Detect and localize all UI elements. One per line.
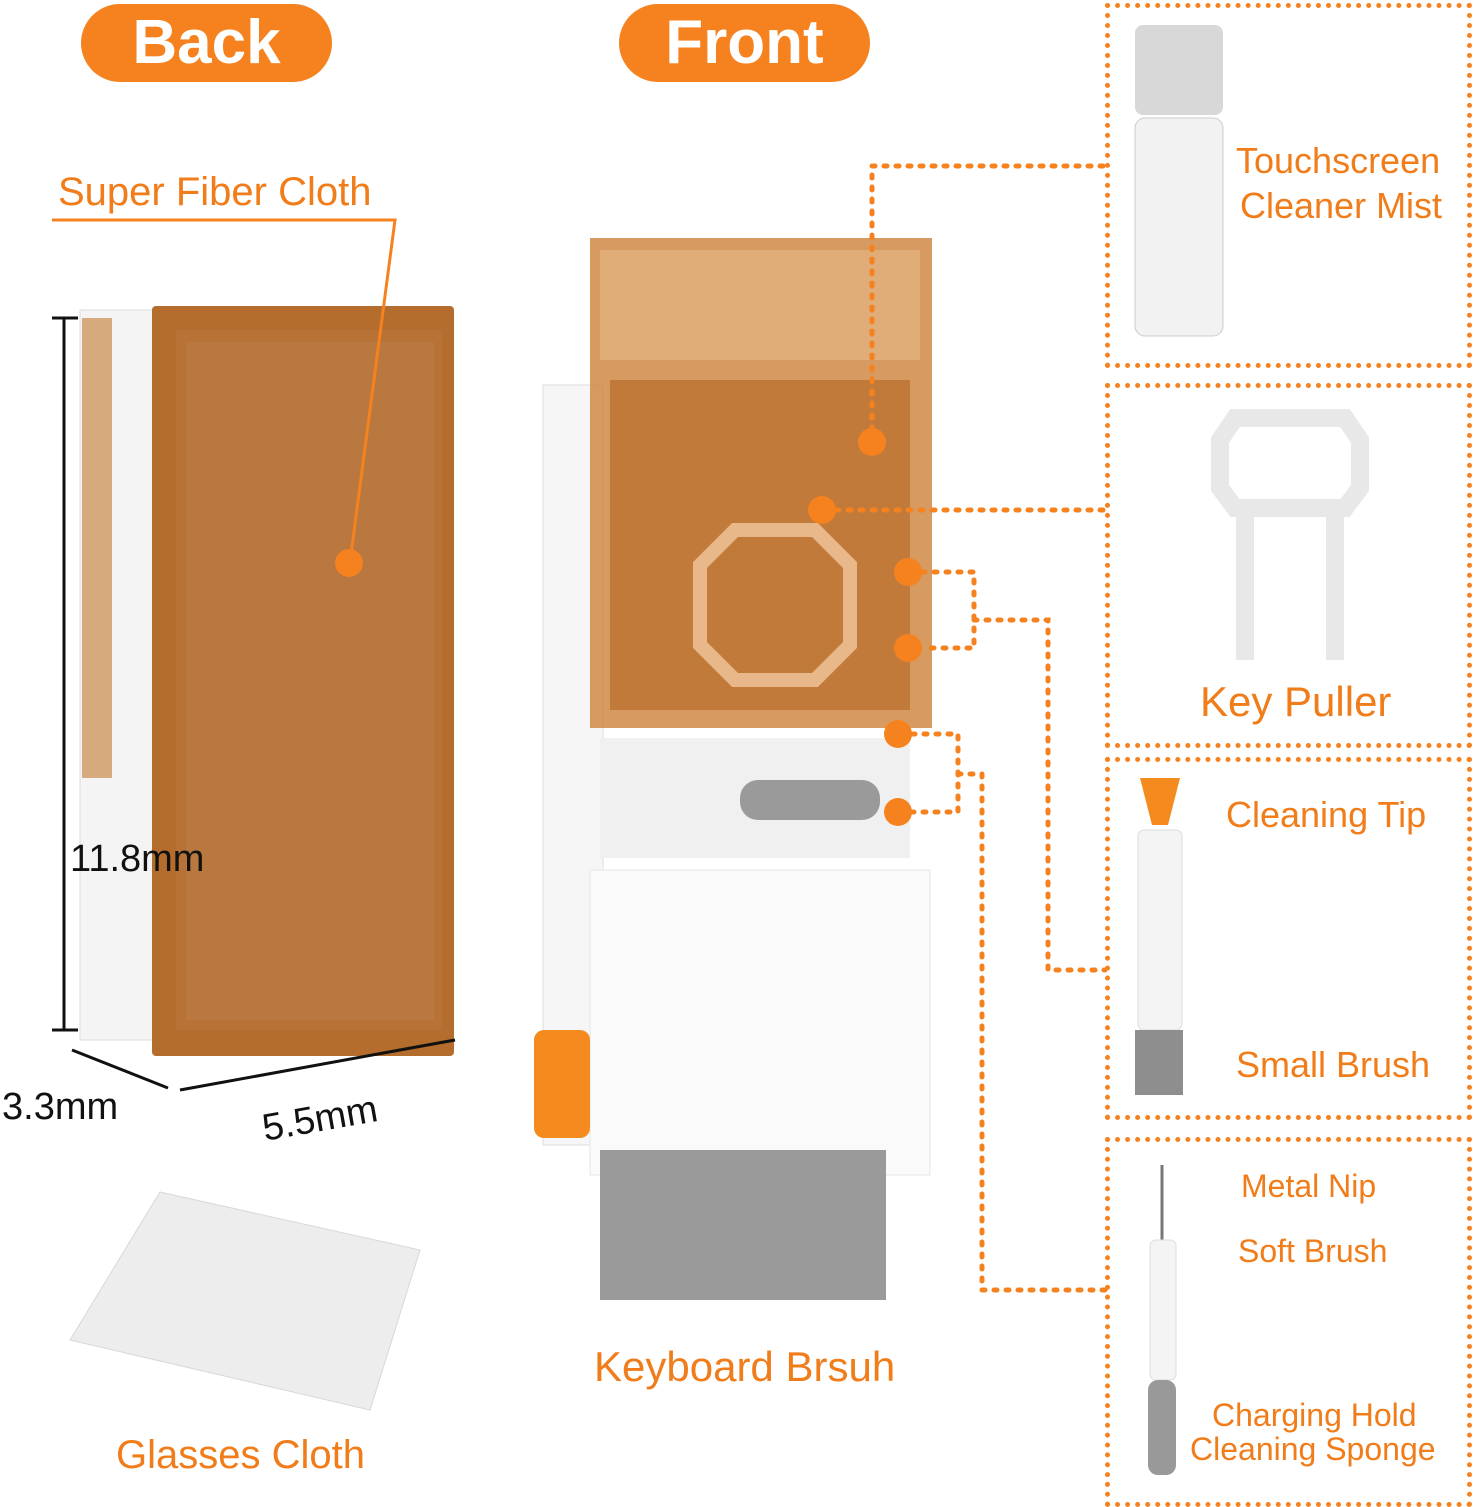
cloth-dot [335, 549, 363, 577]
front-header: Front [619, 4, 870, 82]
back-header: Back [81, 4, 332, 82]
mist-box [1105, 3, 1472, 368]
key-puller-box [1105, 383, 1472, 748]
charging-hold-label: Charging Hold [1212, 1397, 1417, 1433]
keyboard-brush-image [534, 238, 932, 1300]
glasses-cloth-label: Glasses Cloth [116, 1433, 365, 1477]
super-fiber-cloth-label: Super Fiber Cloth [58, 170, 372, 214]
small-brush-label: Small Brush [1236, 1044, 1431, 1085]
cleaning-tip-label: Cleaning Tip [1226, 794, 1427, 835]
soft-brush-label: Soft Brush [1238, 1233, 1388, 1269]
metal-nip-label: Metal Nip [1241, 1168, 1377, 1204]
cleaning-sponge-label: Cleaning Sponge [1190, 1431, 1436, 1467]
height-dimension: 11.8mm [70, 838, 205, 880]
depth-dimension: 3.3mm [2, 1086, 119, 1128]
back-case-image [79, 306, 454, 1056]
key-puller-label: Key Puller [1200, 678, 1392, 725]
keyboard-brush-label: Keyboard Brsuh [594, 1343, 896, 1390]
cleaning-pen-image [1135, 778, 1183, 1095]
cleaning-pen-box [1105, 757, 1472, 1120]
multi-pen-image [1148, 1165, 1177, 1475]
cleaner-mist-label: Cleaner Mist [1240, 185, 1443, 226]
cloth-pointer [52, 218, 397, 563]
glasses-cloth-image [69, 1191, 421, 1411]
touchscreen-label: Touchscreen [1236, 140, 1441, 181]
mist-bottle-image [1134, 25, 1224, 337]
key-puller-image [1211, 409, 1369, 660]
